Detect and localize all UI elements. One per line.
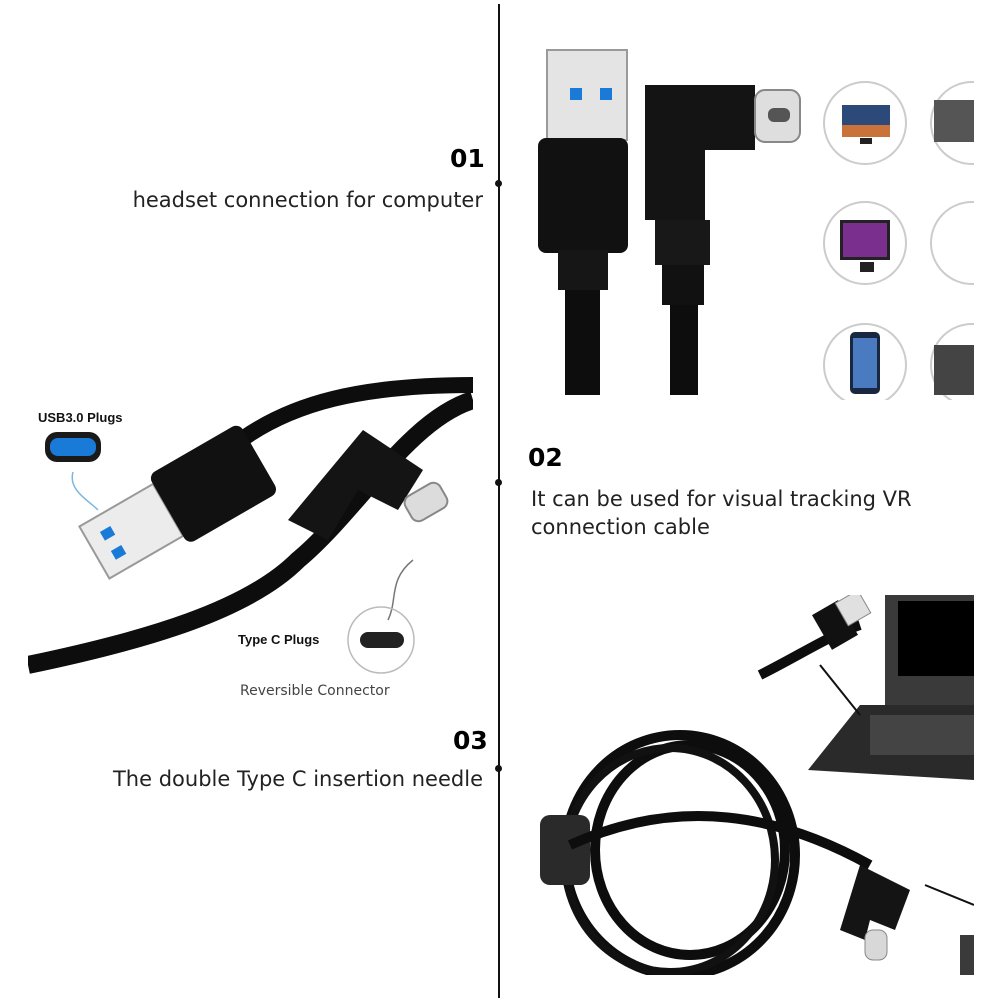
timeline-divider	[498, 4, 500, 998]
step-2-text: It can be used for visual tracking VR co…	[531, 487, 912, 539]
typec-plugs-label: Type C Plugs	[238, 632, 320, 647]
cable-plugs-image	[28, 377, 473, 674]
connector-closeup-image	[538, 49, 801, 395]
timeline-dot-1	[495, 180, 502, 187]
timeline-dot-3	[495, 765, 502, 772]
step-1-number: 01	[450, 144, 485, 173]
reversible-connector-label: Reversible Connector	[240, 683, 390, 699]
step-3-number: 03	[453, 726, 488, 755]
device-icons-grid	[823, 81, 974, 400]
step-3-text: The double Type C insertion needle	[112, 767, 483, 791]
step-1-text: headset connection for computer	[132, 188, 483, 212]
step-2-number: 02	[528, 443, 563, 472]
usb3-plugs-label: USB3.0 Plugs	[38, 410, 123, 425]
coiled-cable-laptop-image	[540, 595, 974, 975]
timeline-dot-2	[495, 479, 502, 486]
